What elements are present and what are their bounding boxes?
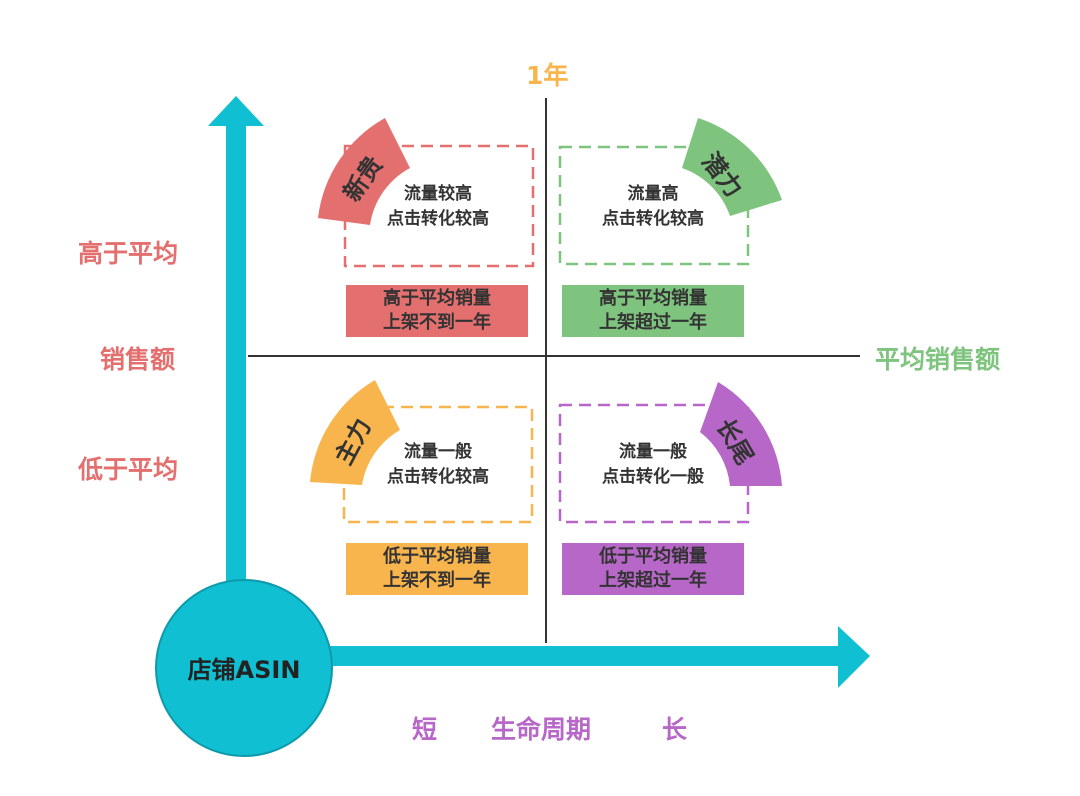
- desc-potential-line1: 流量高: [627, 184, 679, 204]
- desc-new-line1: 流量较高: [404, 184, 472, 204]
- x-axis-arrowhead: [838, 626, 870, 688]
- tag-wedge-longtail: [700, 382, 782, 486]
- desc-longtail-line1: 流量一般: [619, 442, 687, 462]
- band-main-line2: 上架不到一年: [383, 570, 491, 591]
- band-potential-line1: 高于平均销量: [599, 288, 707, 309]
- y-axis-arrowhead: [208, 96, 264, 126]
- band-new: 高于平均销量 上架不到一年: [346, 285, 528, 337]
- band-longtail: 低于平均销量 上架超过一年: [562, 543, 744, 595]
- y-middle-label: 销售额: [100, 345, 176, 374]
- band-new-line2: 上架不到一年: [383, 312, 491, 333]
- desc-longtail-line2: 点击转化一般: [602, 467, 704, 487]
- band-potential-line2: 上架超过一年: [599, 312, 707, 333]
- origin-circle: [155, 579, 333, 757]
- box-potential-dashed: [558, 145, 750, 266]
- y-high-label: 高于平均: [78, 239, 179, 268]
- desc-potential-line2: 点击转化较高: [602, 209, 704, 229]
- x-long-label: 长: [662, 715, 688, 744]
- desc-main: 流量一般 点击转化较高: [338, 440, 538, 490]
- band-longtail-line1: 低于平均销量: [599, 546, 707, 567]
- desc-main-line2: 点击转化较高: [387, 467, 489, 487]
- origin-label: 店铺ASIN: [187, 656, 301, 684]
- x-axis-shaft: [320, 646, 840, 666]
- band-main-line1: 低于平均销量: [383, 546, 491, 567]
- tag-wedge-potential: [682, 118, 782, 216]
- band-new-line1: 高于平均销量: [383, 288, 491, 309]
- desc-potential: 流量高 点击转化较高: [553, 182, 753, 232]
- band-potential: 高于平均销量 上架超过一年: [562, 285, 744, 337]
- tag-wedge-new: [318, 118, 410, 225]
- band-longtail-line2: 上架超过一年: [599, 570, 707, 591]
- x-center-label: 生命周期: [491, 715, 592, 744]
- x-right-label: 平均销售额: [875, 345, 1001, 374]
- desc-new-line2: 点击转化较高: [387, 209, 489, 229]
- desc-main-line1: 流量一般: [404, 442, 472, 462]
- desc-longtail: 流量一般 点击转化一般: [553, 440, 753, 490]
- x-short-label: 短: [412, 715, 438, 744]
- desc-new: 流量较高 点击转化较高: [338, 182, 538, 232]
- tag-wedge-main: [310, 380, 400, 485]
- box-longtail-dashed: [558, 403, 750, 524]
- top-marker-label: 1年: [526, 61, 569, 90]
- band-main: 低于平均销量 上架不到一年: [346, 543, 528, 595]
- y-axis-shaft: [226, 120, 246, 590]
- y-low-label: 低于平均: [78, 455, 179, 484]
